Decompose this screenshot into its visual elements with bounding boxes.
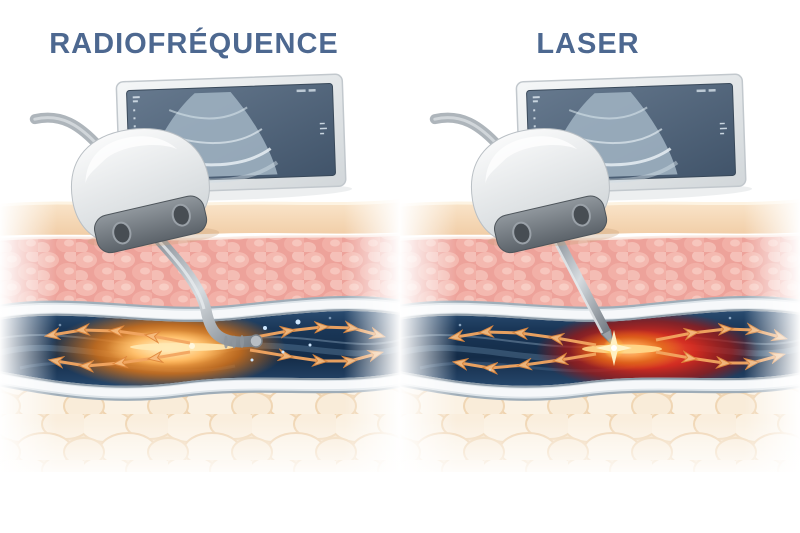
ultrasound-probe <box>429 112 620 254</box>
probe-port <box>171 203 191 227</box>
radiofrequence-illustration: RADIOFRÉQUENCE <box>0 26 400 533</box>
ultrasound-probe <box>29 112 220 254</box>
probe-port <box>112 221 132 245</box>
catheter-tip <box>249 334 263 348</box>
energy-arrows-left <box>52 330 191 366</box>
panel-radiofrequence: RADIOFRÉQUENCE <box>0 26 400 533</box>
probe-base-band <box>94 195 208 254</box>
laser-fiber <box>546 225 632 366</box>
dermis-layer <box>0 233 400 315</box>
edge-fades <box>400 192 800 533</box>
probe-port <box>512 221 532 245</box>
radiofrequence-title: RADIOFRÉQUENCE <box>49 26 339 60</box>
edge-fades <box>0 192 400 533</box>
laser-illustration: LASER <box>400 28 800 533</box>
energy-arrows-left <box>456 332 597 368</box>
probe-highlight <box>85 136 178 184</box>
laser-flare <box>596 330 632 366</box>
vein-sparkles <box>458 316 732 372</box>
probe-port <box>571 203 591 227</box>
probe-base-band <box>494 195 608 254</box>
dermis-layer <box>400 233 800 315</box>
probe-highlight <box>485 136 578 184</box>
catheter-tip-rings <box>224 335 244 349</box>
panel-laser: LASER <box>400 0 800 533</box>
laser-title: LASER <box>536 28 639 60</box>
